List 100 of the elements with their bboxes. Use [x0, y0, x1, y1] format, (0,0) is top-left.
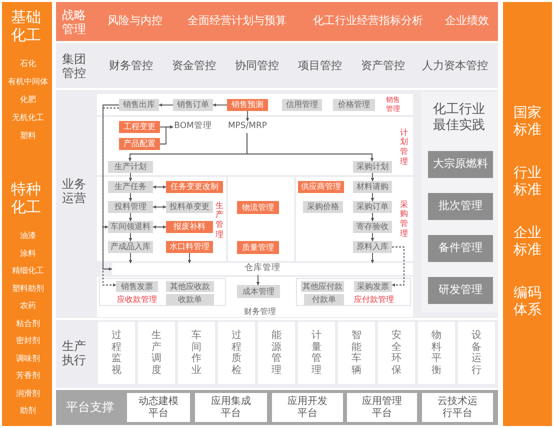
module-box: 采购计划: [353, 161, 392, 173]
module-box: 采购订单: [353, 201, 392, 213]
module-box: 报废补料: [166, 221, 213, 233]
module-box: 投料管理: [108, 201, 153, 213]
arrow: [370, 192, 374, 202]
module-box: 信用管理: [282, 99, 322, 111]
arrow: [152, 185, 166, 189]
module-panel: [97, 117, 413, 175]
category-item: 石化: [19, 58, 37, 70]
module-label: 财务管控: [108, 59, 154, 73]
arrow: [128, 212, 132, 222]
category-heading: 基础化工: [10, 8, 42, 44]
module-box: 能源管理: [258, 322, 295, 384]
module-box: 原料入库: [353, 241, 392, 253]
practice-panel: [421, 92, 498, 312]
module-box: 应用开发平台: [272, 393, 343, 422]
module-label: 人力资本管控: [421, 59, 489, 73]
standard-label: 行业标准: [512, 164, 542, 200]
module-box: 研发管理: [428, 277, 493, 304]
panel-title: 采购管理: [399, 199, 409, 239]
panel-title: 财务管理: [243, 306, 277, 317]
module-label: 资金管控: [171, 59, 217, 73]
standard-label: 国家标准: [512, 104, 542, 140]
module-box: 生产任务: [108, 181, 153, 193]
module-label: 项目管控: [297, 59, 343, 73]
arrow: [128, 192, 132, 202]
category-heading: 特种化工: [10, 180, 42, 216]
module-box: 材料请购: [353, 181, 392, 193]
layer-band: [56, 2, 498, 41]
module-box: 过程监视: [98, 322, 135, 384]
arrow: [246, 110, 250, 122]
arrow: [160, 125, 174, 144]
category-item: 精细化工: [11, 265, 45, 278]
module-box: 计量管理: [298, 322, 335, 384]
arrow: [370, 232, 374, 242]
module-box: 物料平衡: [418, 322, 455, 384]
arrow: [256, 274, 260, 286]
arrow: [102, 225, 108, 229]
arrow: [246, 132, 374, 162]
module-box: 采购价格: [303, 201, 343, 213]
module-box: 车间领退料: [108, 221, 153, 233]
module-box: 质量管理: [237, 241, 279, 254]
module-box: 设备运行: [458, 322, 495, 384]
module-box: 水口料管理: [166, 241, 213, 253]
module-box: 成本管理: [237, 285, 280, 298]
module-box: 动态建模平台: [127, 393, 190, 422]
category-item: 粘合剂: [15, 318, 41, 330]
module-box: 销售出库: [119, 99, 159, 111]
module-box: 采购发票: [354, 281, 392, 292]
category-item: 油漆: [19, 230, 37, 242]
module-panel: [296, 278, 411, 306]
arrow: [370, 252, 374, 264]
category-item: 润滑剂: [15, 388, 41, 400]
layer-title: 战略管理: [61, 6, 87, 38]
module-box: 价格管理: [333, 99, 375, 111]
category-item: 助剂: [19, 405, 37, 418]
module-panel: [97, 277, 413, 317]
module-label: 风险与内控: [106, 14, 164, 28]
module-box: 供应商管理: [298, 181, 344, 193]
module-box: 销售预测: [227, 99, 268, 111]
module-box: 工程变更: [119, 121, 160, 133]
arrow: [370, 212, 374, 222]
module-box: 生产计划: [108, 161, 153, 173]
module-label: 企业绩效: [444, 14, 490, 28]
module-box: 付款单: [304, 294, 344, 305]
arrow: [152, 205, 166, 209]
module-box: 应用管理平台: [347, 393, 417, 422]
module-box: 生产调度: [138, 322, 175, 384]
module-box: 云技术运行平台: [422, 393, 493, 422]
module-label: 化工行业经营指标分析: [312, 14, 424, 28]
layer-band: [56, 390, 498, 425]
category-item: 无机化工: [11, 112, 45, 124]
standards-sidebar: [503, 2, 552, 426]
panel-title: 化工行业最佳实践: [432, 101, 486, 135]
category-item: 塑料助剂: [11, 282, 45, 295]
industry-sidebar: [2, 2, 52, 426]
layer-title: 生产执行: [61, 338, 87, 369]
module-box: 寄存验收: [353, 221, 392, 233]
module-panel: [296, 177, 413, 261]
flow-band: 仓库管理: [112, 263, 413, 275]
module-box: 大宗原燃料: [428, 151, 493, 178]
module-panel: [97, 94, 413, 115]
layer-title: 业务运营: [61, 176, 87, 207]
module-label: 全面经营计划与预算: [186, 14, 288, 28]
module-label: 协同管控: [234, 59, 280, 73]
module-panel: [97, 177, 226, 261]
panel-title: 应付款管理: [353, 294, 395, 305]
module-box: 物流管理: [237, 201, 279, 214]
arrow: [158, 103, 174, 107]
module-box: 产品配置: [119, 138, 160, 150]
arrow: [128, 232, 132, 242]
module-box: 销售发票: [116, 281, 158, 292]
standard-label: 编码体系: [512, 284, 542, 320]
module-box: 过程质检: [218, 322, 255, 384]
arrow: [128, 252, 132, 264]
category-item: 化肥: [19, 94, 37, 106]
arrow: [370, 172, 374, 182]
category-item: 涂料: [19, 248, 37, 260]
module-box: 智能车辆: [338, 322, 375, 384]
standard-label: 企业标准: [512, 224, 542, 260]
